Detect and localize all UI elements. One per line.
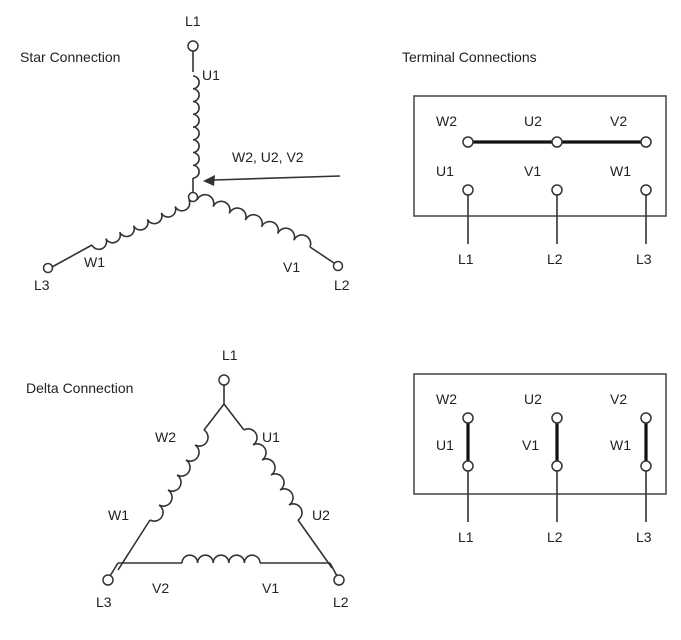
star-wire-left [51, 244, 93, 268]
star-terminal-l1 [187, 40, 199, 52]
delta-u1-label: U1 [262, 429, 280, 445]
delta-box-top-label-3: V2 [610, 391, 627, 407]
terminal-box-star: Terminal Connections W2 U2 V2 U1 V1 W1 L… [402, 49, 667, 267]
star-box-l2-label: L2 [547, 251, 563, 267]
delta-l3-label: L3 [96, 594, 112, 610]
star-diagram: Star Connection L1 U1 W2, U2, V2 W1 L3 V… [20, 13, 350, 293]
star-box-terminal-u2 [551, 136, 563, 148]
delta-l1-label: L1 [222, 347, 238, 363]
star-l2-label: L2 [334, 277, 350, 293]
delta-coil-bottom [181, 554, 261, 564]
delta-box-terminal-w2 [462, 412, 474, 424]
star-v1-label: V1 [283, 259, 300, 275]
star-box-bottom-label-2: V1 [524, 163, 541, 179]
delta-box-l2-label: L2 [547, 529, 563, 545]
delta-v2-label: V2 [152, 580, 169, 596]
star-note-arrow-line [213, 175, 341, 181]
terminal-box-star-frame [413, 95, 667, 217]
star-box-terminal-v2 [640, 136, 652, 148]
delta-w1-label: W1 [108, 507, 129, 523]
delta-box-terminal-u2 [551, 412, 563, 424]
star-note-arrow-head [203, 175, 215, 186]
star-l3-label: L3 [34, 277, 50, 293]
delta-terminal-l2 [333, 574, 345, 586]
star-box-top-label-3: V2 [610, 113, 627, 129]
terminal-box-delta-frame [413, 373, 667, 495]
delta-diagram: Delta Connection L1 W2 W1 U1 U2 V2 V1 L3… [26, 347, 349, 610]
terminal-box-delta: W2 U2 V2 U1 V1 W1 L1 L2 L3 [413, 373, 667, 545]
delta-coil-left [149, 429, 209, 522]
delta-wire-l2 [329, 562, 338, 577]
terminal-title: Terminal Connections [402, 49, 537, 65]
star-l1-label: L1 [185, 13, 201, 29]
star-terminal-l3 [42, 262, 54, 274]
star-box-l3-label: L3 [636, 251, 652, 267]
star-box-terminal-v1 [551, 184, 563, 196]
star-box-top-label-2: U2 [524, 113, 542, 129]
delta-box-terminal-w1 [640, 460, 652, 472]
delta-wire-left-top [203, 403, 225, 431]
delta-coil-right [243, 428, 303, 521]
star-box-bottom-label-3: W1 [610, 163, 631, 179]
delta-box-l3-label: L3 [636, 529, 652, 545]
delta-wire-l3 [109, 562, 119, 577]
delta-box-l1-label: L1 [458, 529, 474, 545]
delta-box-terminal-v2 [640, 412, 652, 424]
delta-u2-label: U2 [312, 507, 330, 523]
delta-box-bottom-label-2: V1 [522, 437, 539, 453]
delta-terminal-l1 [218, 374, 230, 386]
delta-l2-label: L2 [333, 594, 349, 610]
star-title: Star Connection [20, 49, 120, 65]
star-coil-u [192, 75, 200, 179]
delta-v1-label: V1 [262, 580, 279, 596]
delta-wire-left-bottom [117, 519, 151, 571]
delta-wire-right-top [223, 403, 245, 431]
star-coil-v [196, 193, 312, 248]
delta-box-terminal-v1 [551, 460, 563, 472]
star-box-terminal-w2 [462, 136, 474, 148]
delta-terminal-l3 [102, 574, 114, 586]
star-box-terminal-u1 [462, 184, 474, 196]
star-wire-right [309, 246, 335, 264]
star-box-bottom-label-1: U1 [436, 163, 454, 179]
star-u1-label: U1 [202, 67, 220, 83]
delta-wire-right-bottom [297, 519, 333, 569]
star-w1-label: W1 [84, 254, 105, 270]
star-box-top-label-1: W2 [436, 113, 457, 129]
star-box-l1-label: L1 [458, 251, 474, 267]
delta-box-top-label-2: U2 [524, 391, 542, 407]
star-terminal-l2 [332, 260, 344, 272]
star-box-terminal-w1 [640, 184, 652, 196]
delta-box-bottom-label-3: W1 [610, 437, 631, 453]
delta-box-bottom-label-1: U1 [436, 437, 454, 453]
delta-title: Delta Connection [26, 380, 133, 396]
star-coil-w [91, 199, 191, 251]
delta-box-terminal-u1 [462, 460, 474, 472]
delta-box-top-label-1: W2 [436, 391, 457, 407]
star-center-note: W2, U2, V2 [232, 149, 304, 165]
delta-w2-label: W2 [155, 429, 176, 445]
star-center-node [187, 191, 199, 203]
